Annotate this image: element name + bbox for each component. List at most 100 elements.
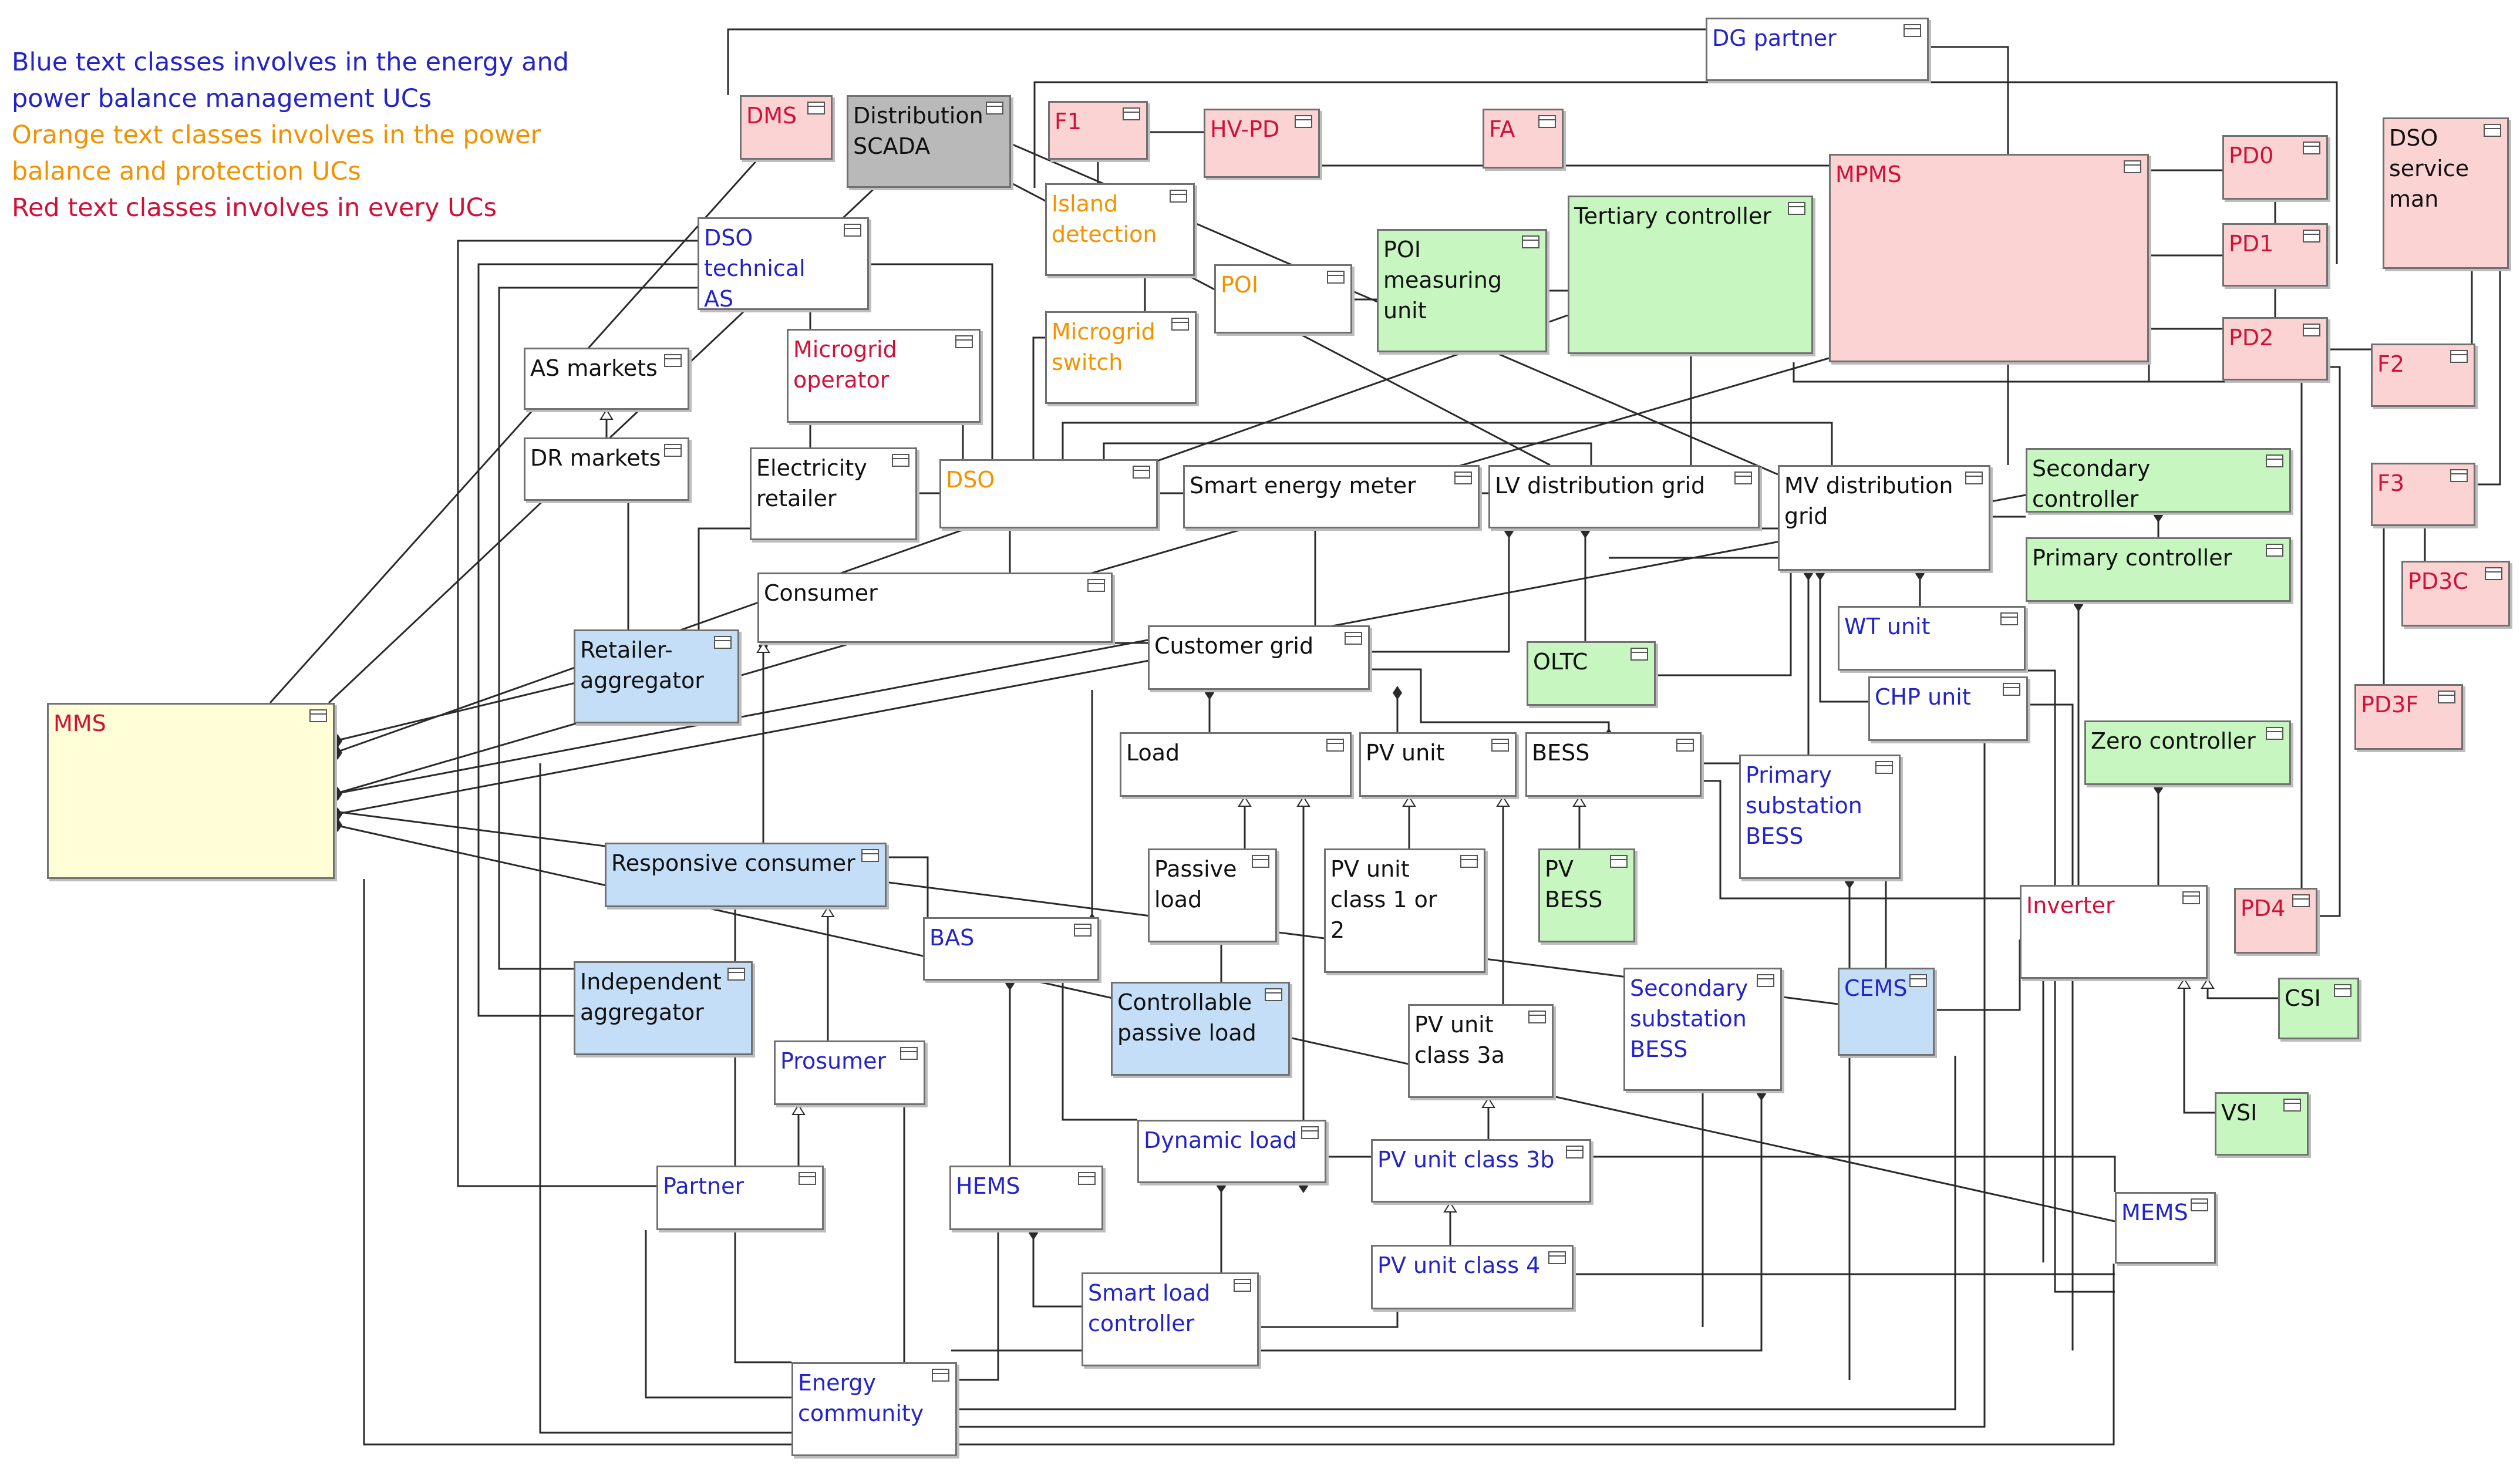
class-box-cems[interactable]: CEMS xyxy=(1838,968,1935,1056)
class-box-poi-measuring-unit[interactable]: POI measuring unit xyxy=(1377,229,1547,352)
class-box-independent-aggregator[interactable]: Independent aggregator xyxy=(574,961,753,1055)
class-box-fa[interactable]: FA xyxy=(1483,109,1564,169)
class-box-bas[interactable]: BAS xyxy=(923,917,1099,981)
bas-dynamic-line xyxy=(1062,981,1137,1121)
class-icon xyxy=(1548,1251,1566,1264)
class-box-pv-bess[interactable]: PV BESS xyxy=(1538,848,1635,942)
mms-connector-diamond xyxy=(333,746,342,760)
class-icon xyxy=(1676,739,1694,752)
class-label: F1 xyxy=(1055,109,1082,134)
class-box-lv-distribution-grid[interactable]: LV distribution grid xyxy=(1488,465,1760,528)
class-label: F2 xyxy=(2377,351,2405,377)
class-box-dso-technical-as[interactable]: DSO technical AS xyxy=(698,217,869,312)
class-box-mpms[interactable]: MPMS xyxy=(1829,154,2149,362)
class-icon xyxy=(1326,739,1344,752)
class-box-dr-markets[interactable]: DR markets xyxy=(524,437,689,501)
class-label: DR markets xyxy=(530,445,661,471)
class-box-prosumer[interactable]: Prosumer xyxy=(774,1040,925,1105)
class-label: Smart energy meter xyxy=(1190,473,1416,499)
generalization-arrow xyxy=(756,642,770,653)
mv-chp-line xyxy=(1819,571,1868,703)
class-box-dso[interactable]: DSO xyxy=(939,459,1158,528)
class-box-hems[interactable]: HEMS xyxy=(949,1166,1103,1230)
class-box-inverter[interactable]: Inverter xyxy=(2020,885,2208,979)
class-icon xyxy=(1630,648,1648,661)
class-box-pv-unit-class-4[interactable]: PV unit class 4 xyxy=(1371,1245,1574,1309)
class-box-pv-unit-class-1-or-2[interactable]: PV unit class 1 or 2 xyxy=(1324,848,1485,973)
class-box-energy-community[interactable]: Energy community xyxy=(791,1362,957,1456)
class-box-f2[interactable]: F2 xyxy=(2371,343,2475,407)
class-box-dynamic-load[interactable]: Dynamic load xyxy=(1137,1120,1326,1183)
class-box-pd1[interactable]: PD1 xyxy=(2222,223,2328,287)
class-box-dg-partner[interactable]: DG partner xyxy=(1706,18,1929,81)
class-box-mems[interactable]: MEMS xyxy=(2115,1192,2216,1264)
class-box-smart-load-controller[interactable]: Smart load controller xyxy=(1082,1272,1259,1366)
class-box-responsive-consumer[interactable]: Responsive consumer xyxy=(605,843,887,907)
class-box-pv-unit-class-3a[interactable]: PV unit class 3a xyxy=(1408,1004,1554,1098)
class-box-distribution-scada[interactable]: Distribution SCADA xyxy=(847,95,1011,188)
class-box-as-markets[interactable]: AS markets xyxy=(524,348,689,410)
class-box-smart-energy-meter[interactable]: Smart energy meter xyxy=(1183,465,1480,528)
class-box-f3[interactable]: F3 xyxy=(2371,463,2475,526)
class-box-dms[interactable]: DMS xyxy=(740,95,833,160)
class-box-bess[interactable]: BESS xyxy=(1525,732,1702,797)
class-box-secondary-controller[interactable]: Secondary controller xyxy=(2026,448,2291,513)
wt-mems-line xyxy=(1967,669,2115,1293)
class-box-primary-substation-bess[interactable]: Primary substation BESS xyxy=(1739,755,1901,879)
class-icon xyxy=(1234,1279,1251,1292)
class-box-pv-unit-class-3b[interactable]: PV unit class 3b xyxy=(1371,1139,1591,1203)
class-box-chp-unit[interactable]: CHP unit xyxy=(1868,676,2028,741)
class-box-load[interactable]: Load xyxy=(1120,732,1352,797)
class-box-zero-controller[interactable]: Zero controller xyxy=(2084,720,2291,785)
class-icon xyxy=(1460,855,1478,868)
class-box-customer-grid[interactable]: Customer grid xyxy=(1148,625,1370,690)
class-box-poi[interactable]: POI xyxy=(1214,264,1352,334)
class-box-f1[interactable]: F1 xyxy=(1048,101,1148,160)
generalization-arrow xyxy=(791,1104,806,1115)
mms-connector-diamond xyxy=(333,734,342,748)
class-label: MPMS xyxy=(1835,161,1902,187)
class-box-electricity-retailer[interactable]: Electricity retailer xyxy=(750,447,917,540)
class-label: Inverter xyxy=(2026,893,2115,918)
class-box-microgrid-operator[interactable]: Microgrid operator xyxy=(787,329,981,423)
class-label: Passive load xyxy=(1154,856,1237,912)
class-icon xyxy=(309,709,327,722)
class-box-partner[interactable]: Partner xyxy=(656,1166,824,1230)
class-box-oltc[interactable]: OLTC xyxy=(1527,641,1656,706)
class-box-passive-load[interactable]: Passive load xyxy=(1148,848,1277,942)
class-box-csi[interactable]: CSI xyxy=(2278,978,2359,1039)
class-icon xyxy=(1528,1011,1546,1023)
class-icon xyxy=(1301,1126,1319,1139)
class-box-pd2[interactable]: PD2 xyxy=(2222,317,2328,380)
class-label: Distribution SCADA xyxy=(853,103,983,159)
class-icon xyxy=(807,102,825,114)
class-box-retailer-aggregator[interactable]: Retailer- aggregator xyxy=(574,629,739,723)
class-box-vsi[interactable]: VSI xyxy=(2215,1092,2309,1156)
class-box-dso-service-man[interactable]: DSO service man xyxy=(2383,117,2509,269)
class-icon xyxy=(2303,142,2320,154)
class-box-hv-pd[interactable]: HV-PD xyxy=(1204,109,1320,178)
class-box-tertiary-controller[interactable]: Tertiary controller xyxy=(1568,196,1813,354)
class-icon xyxy=(1078,1172,1096,1185)
class-box-island-detection[interactable]: Island detection xyxy=(1045,183,1195,276)
class-box-pd3c[interactable]: PD3C xyxy=(2401,561,2510,627)
class-box-wt-unit[interactable]: WT unit xyxy=(1838,606,2026,671)
class-icon xyxy=(1965,472,1983,484)
class-box-pd3f[interactable]: PD3F xyxy=(2354,684,2463,750)
class-box-secondary-substation-bess[interactable]: Secondary substation BESS xyxy=(1623,968,1782,1091)
class-label: PV unit class 3b xyxy=(1377,1147,1555,1173)
class-label: POI xyxy=(1221,272,1259,298)
class-box-microgrid-switch[interactable]: Microgrid switch xyxy=(1045,311,1197,404)
class-label: Microgrid switch xyxy=(1052,319,1155,375)
class-box-pv-unit[interactable]: PV unit xyxy=(1359,732,1517,797)
class-box-consumer[interactable]: Consumer xyxy=(757,572,1113,643)
class-icon xyxy=(1788,202,1805,215)
class-box-controllable-passive-load[interactable]: Controllable passive load xyxy=(1111,982,1290,1076)
class-icon xyxy=(2303,230,2320,243)
class-box-pd4[interactable]: PD4 xyxy=(2234,888,2317,954)
class-box-primary-controller[interactable]: Primary controller xyxy=(2026,537,2291,602)
class-box-pd0[interactable]: PD0 xyxy=(2222,135,2328,200)
class-icon xyxy=(1345,632,1362,645)
class-box-mv-distribution-grid[interactable]: MV distribution grid xyxy=(1778,465,1990,571)
class-box-mms[interactable]: MMS xyxy=(47,703,335,879)
